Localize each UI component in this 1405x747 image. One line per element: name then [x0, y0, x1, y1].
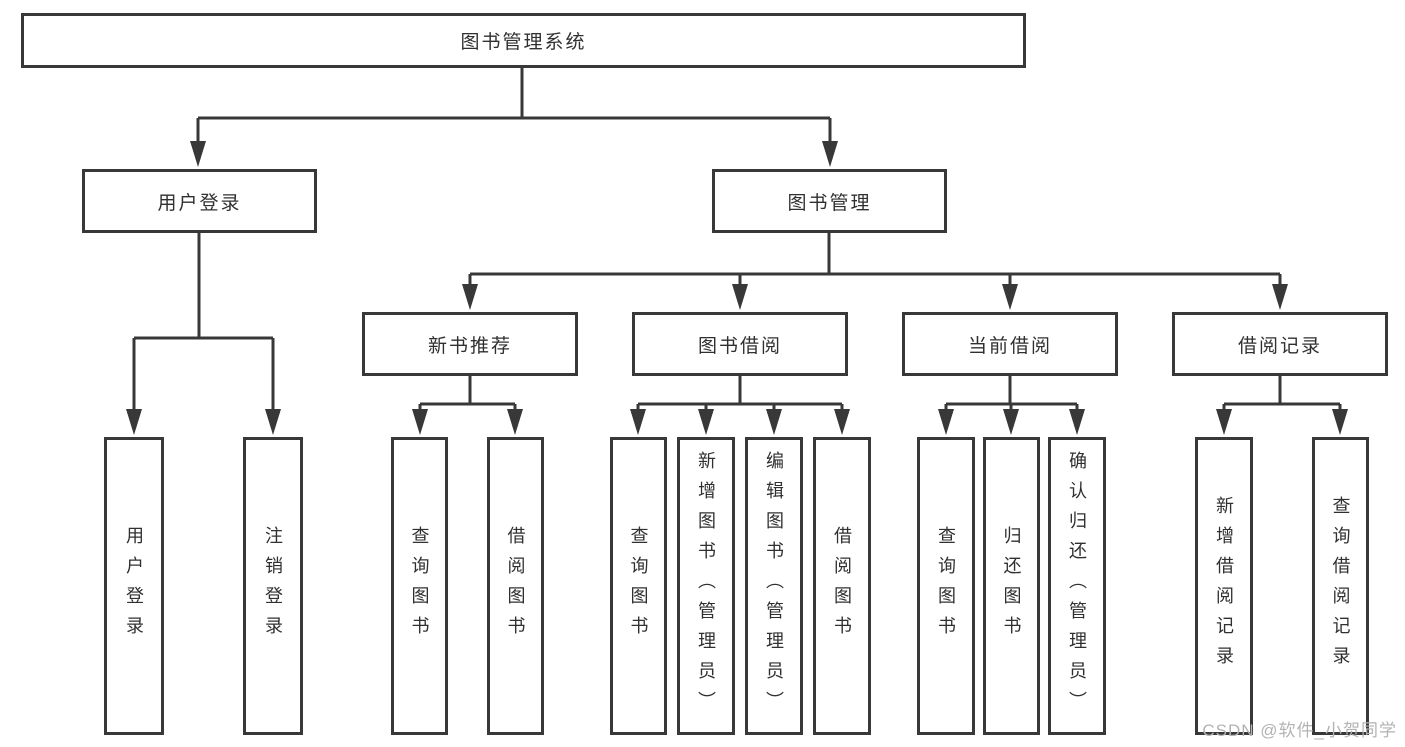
- arrowhead: [190, 141, 206, 167]
- arrowhead: [732, 284, 748, 310]
- arrowhead: [126, 409, 142, 435]
- node-borrowing-records: 借阅记录: [1172, 312, 1388, 376]
- node-book-borrowing: 图书借阅: [632, 312, 848, 376]
- node-current-borrowing: 当前借阅: [902, 312, 1118, 376]
- leaf-records-add-borrow-record: 新增借阅记录: [1195, 437, 1253, 735]
- arrowhead: [766, 409, 782, 435]
- leaf-records-query-borrow-record: 查询借阅记录: [1312, 437, 1369, 735]
- leaf-borrowing-borrow-books: 借阅图书: [813, 437, 871, 735]
- leaf-borrowing-edit-books-admin: 编辑图书（管理员）: [745, 437, 803, 735]
- node-user-login-group: 用户登录: [82, 169, 317, 233]
- arrowhead: [412, 409, 428, 435]
- arrowhead: [1003, 409, 1019, 435]
- leaf-current-confirm-return-admin: 确认归还（管理员）: [1048, 437, 1106, 735]
- arrowhead: [938, 409, 954, 435]
- arrowhead: [822, 141, 838, 167]
- arrowhead: [1002, 284, 1018, 310]
- arrowhead: [265, 409, 281, 435]
- leaf-current-query-books: 查询图书: [917, 437, 975, 735]
- leaf-logout: 注销登录: [243, 437, 303, 735]
- arrowhead: [1216, 409, 1232, 435]
- leaf-borrowing-query-books: 查询图书: [610, 437, 667, 735]
- leaf-user-login: 用户登录: [104, 437, 164, 735]
- leaf-borrowing-add-books-admin: 新增图书（管理员）: [677, 437, 735, 735]
- arrowhead: [1069, 409, 1085, 435]
- arrowhead: [698, 409, 714, 435]
- csdn-watermark: CSDN @软件_小贺同学: [1202, 721, 1397, 740]
- leaf-recommend-query-books: 查询图书: [391, 437, 448, 735]
- node-root-system: 图书管理系统: [21, 13, 1026, 68]
- leaf-recommend-borrow-books: 借阅图书: [487, 437, 544, 735]
- node-new-book-recommend: 新书推荐: [362, 312, 578, 376]
- arrowhead: [462, 284, 478, 310]
- arrowhead: [1272, 284, 1288, 310]
- arrowhead: [834, 409, 850, 435]
- arrowhead: [507, 409, 523, 435]
- arrowhead: [630, 409, 646, 435]
- node-book-management: 图书管理: [712, 169, 947, 233]
- arrowhead: [1332, 409, 1348, 435]
- leaf-current-return-books: 归还图书: [983, 437, 1040, 735]
